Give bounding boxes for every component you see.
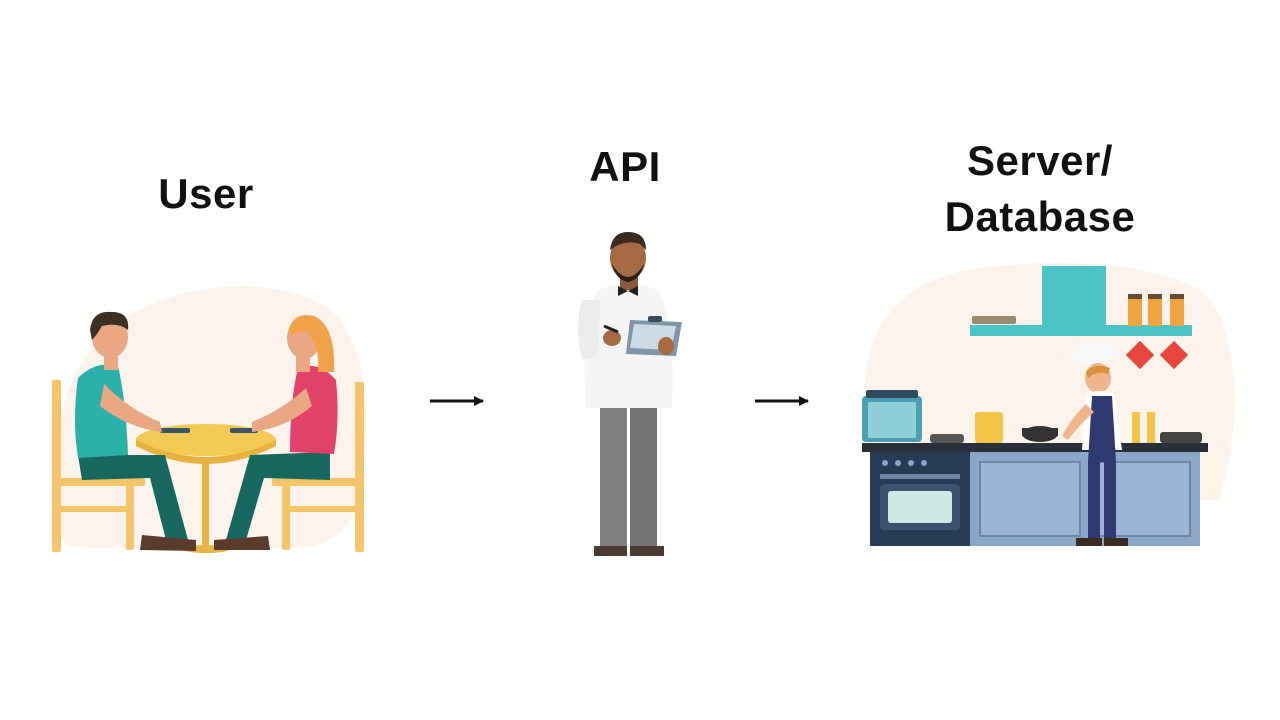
chef — [1062, 342, 1128, 546]
woman-diner — [214, 315, 338, 550]
server-database-label: Server/ Database — [900, 133, 1180, 245]
api-label: API — [589, 143, 661, 190]
right-chair — [272, 382, 364, 552]
diners-at-table-icon — [52, 286, 366, 553]
left-chair — [52, 380, 145, 552]
user-label: User — [158, 170, 254, 217]
waiter-icon — [578, 232, 682, 556]
server-label-line1: Server/ — [967, 137, 1113, 184]
kitchen-chef-icon — [862, 263, 1235, 546]
server-label-line2: Database — [944, 193, 1136, 240]
man-diner — [75, 311, 196, 551]
